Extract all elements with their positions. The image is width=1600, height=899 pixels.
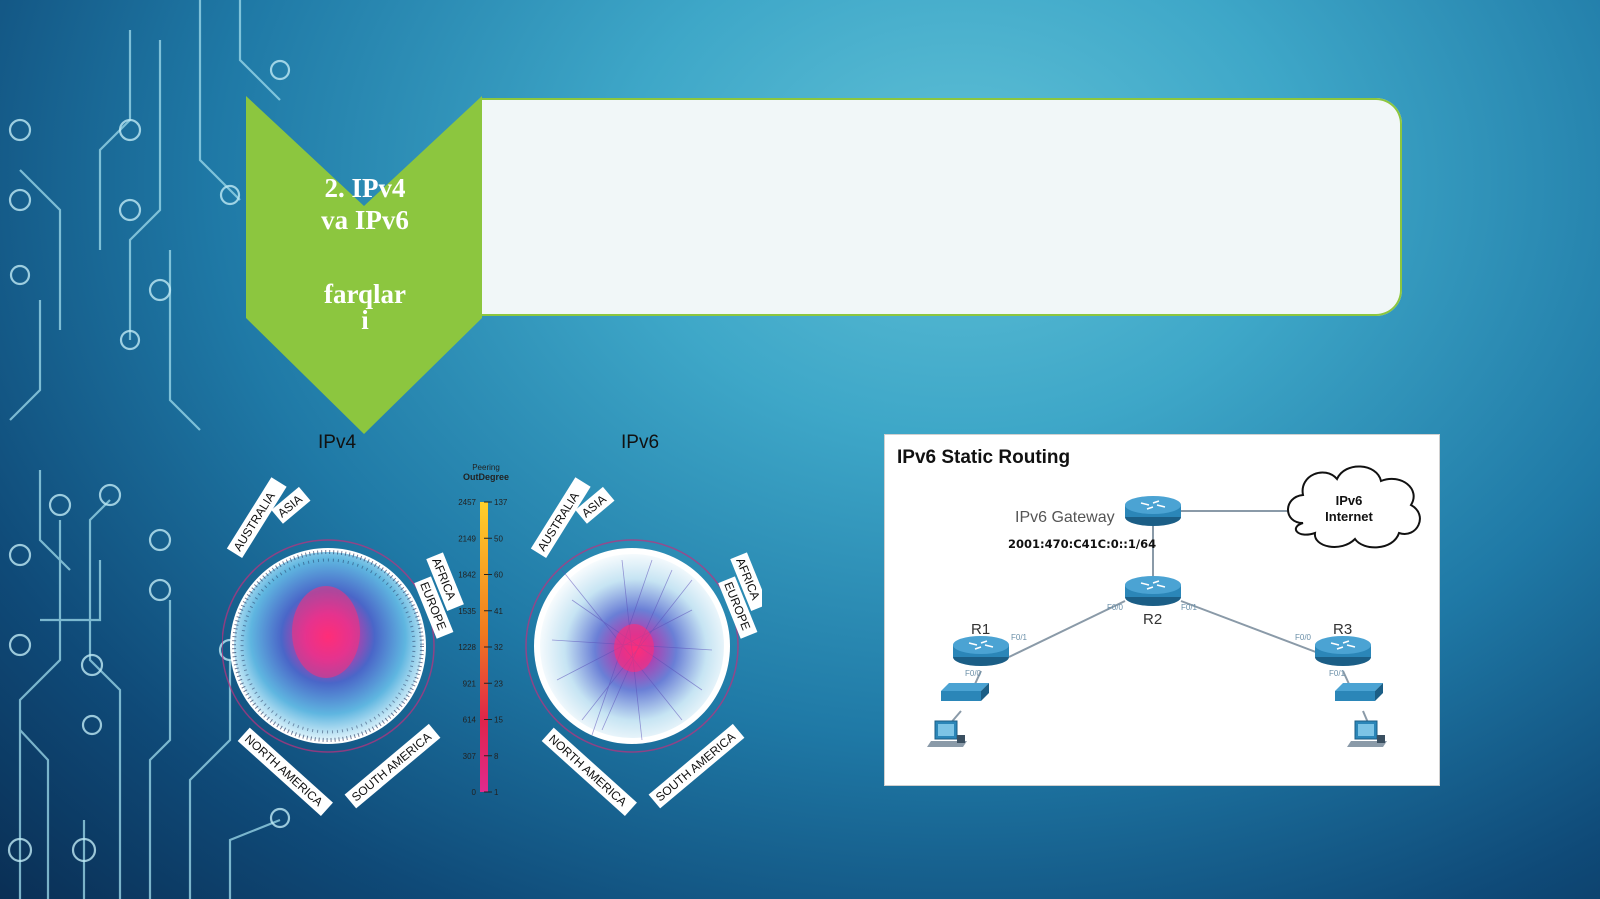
gateway-label: IPv6 Gateway <box>1015 509 1115 526</box>
cloud-label: IPv6 Internet <box>1309 493 1389 525</box>
ipv4-region-north-america: NORTH AMERICA <box>242 732 326 809</box>
legend-tick-right: 50 <box>494 534 503 543</box>
title-line-4: i <box>361 305 369 335</box>
legend-tick-left: 2149 <box>458 534 476 543</box>
legend-tick-left: 1842 <box>458 571 476 580</box>
switch-right-icon <box>1335 683 1383 701</box>
ipv6-static-routing-diagram: IPv6 Static Routing <box>884 434 1440 786</box>
ipv4-globe <box>222 539 435 753</box>
ipv4-globe-label: IPv4 <box>318 432 357 453</box>
slide-title: 2. IPv4 va IPv6 farqlar i <box>280 172 450 336</box>
title-chevron-shape <box>246 96 482 434</box>
legend-tick-right: 32 <box>494 643 503 652</box>
port-r2-f01: F0/1 <box>1181 603 1198 612</box>
legend-tick-right: 15 <box>494 716 503 725</box>
legend-tick-right: 60 <box>494 571 503 580</box>
legend-tick-left: 1228 <box>458 643 476 652</box>
ipv6-globe <box>525 539 739 753</box>
legend-tick-right: 41 <box>494 607 503 616</box>
network-topology <box>927 465 1421 747</box>
pc-left-icon <box>927 720 967 747</box>
diagram-title: IPv6 Static Routing <box>897 447 1071 468</box>
router-r1-label: R1 <box>971 621 991 638</box>
circuit-board-decoration <box>7 0 291 899</box>
legend-tick-left: 921 <box>463 679 477 688</box>
legend-tick-left: 2457 <box>458 498 476 507</box>
internet-cloud-icon <box>1287 465 1421 549</box>
legend-tick-right: 137 <box>494 498 508 507</box>
port-r2-f00: F0/0 <box>1107 603 1124 612</box>
cloud-label-line-2: Internet <box>1325 509 1373 524</box>
globe-graphics: AUSTRALIA ASIA AFRICA EUROPE NORTH AMERI… <box>222 463 762 816</box>
ipv4-region-south-america: SOUTH AMERICA <box>349 730 434 805</box>
title-line-3: farqlar <box>324 279 406 309</box>
ipv6-region-south-america: SOUTH AMERICA <box>653 730 738 805</box>
legend-title-line-2: OutDegree <box>463 472 509 482</box>
router-r2-label: R2 <box>1143 611 1163 628</box>
port-r3-f00: F0/0 <box>1295 633 1312 642</box>
ipv6-region-australia: AUSTRALIA <box>535 490 582 554</box>
ipv6-region-north-america: NORTH AMERICA <box>546 732 630 809</box>
switch-left-icon <box>941 683 989 701</box>
cloud-label-line-1: IPv6 <box>1335 493 1363 508</box>
legend-tick-left: 1535 <box>458 607 476 616</box>
port-r1-f00: F0/0 <box>965 669 982 678</box>
legend-tick-left: 614 <box>463 716 477 725</box>
router-r3-icon <box>1315 636 1371 666</box>
port-r3-f01: F0/1 <box>1329 669 1346 678</box>
legend-tick-right: 1 <box>494 788 499 797</box>
legend-tick-right: 23 <box>494 679 503 688</box>
title-line-2: va IPv6 <box>321 205 409 235</box>
legend-tick-right: 8 <box>494 752 499 761</box>
content-panel <box>480 98 1402 316</box>
gateway-address: 2001:470:C41C:0::1/64 <box>1008 537 1157 551</box>
legend-tick-left: 0 <box>472 788 477 797</box>
router-gateway-icon <box>1125 496 1181 526</box>
ipv6-globe-label: IPv6 <box>621 432 660 453</box>
port-r1-f01: F0/1 <box>1011 633 1028 642</box>
ipv4-region-australia: AUSTRALIA <box>231 490 278 554</box>
pc-right-icon <box>1347 720 1387 747</box>
legend-title-line-1: Peering <box>472 463 500 472</box>
legend-tick-left: 307 <box>463 752 477 761</box>
router-r3-label: R3 <box>1333 621 1353 638</box>
router-r2-icon <box>1125 576 1181 606</box>
title-line-1: 2. IPv4 <box>324 173 406 203</box>
router-r1-icon <box>953 636 1009 666</box>
